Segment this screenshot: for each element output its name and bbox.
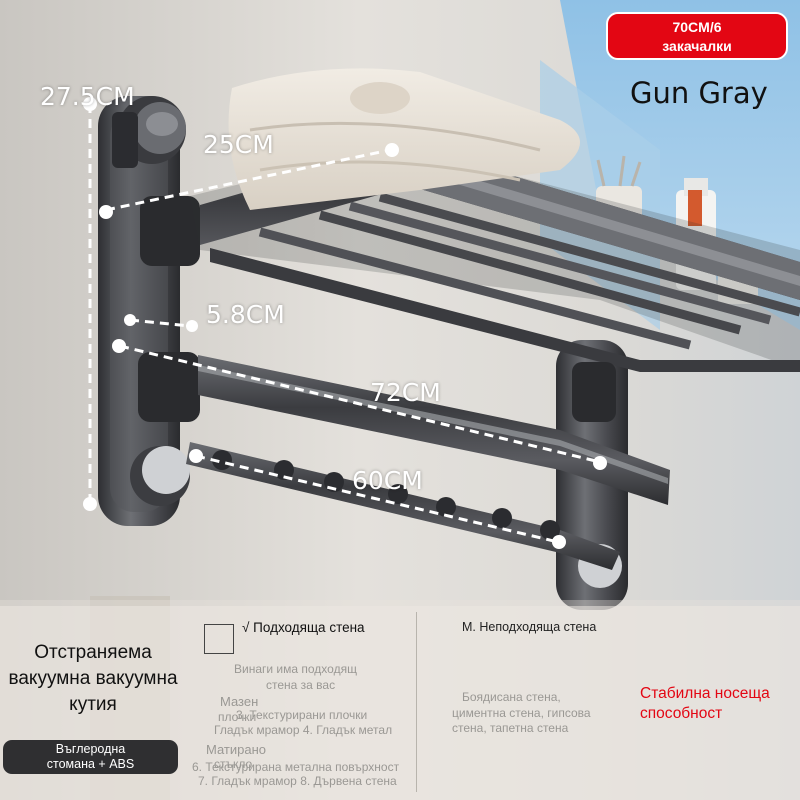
dimension-depth-label: 25CM bbox=[203, 130, 274, 159]
badge-hooks: закачалки bbox=[662, 38, 732, 54]
dimension-hook-bar-label: 60CM bbox=[352, 466, 423, 495]
suitable-line: Винаги има подходящ bbox=[234, 662, 357, 676]
dimension-length-label: 72CM bbox=[370, 378, 441, 407]
material-line-2: стомана + ABS bbox=[46, 757, 135, 771]
column-divider bbox=[416, 612, 417, 792]
unsuitable-wall-title: М. Неподходяща стена bbox=[462, 620, 597, 634]
suitable-line: Мазен bbox=[220, 694, 259, 709]
material-badge: Въглеродна стомана + ABS bbox=[3, 740, 178, 774]
suitable-line: стъкло bbox=[214, 757, 253, 771]
material-line-1: Въглеродна bbox=[55, 742, 126, 756]
dimension-gap-label: 5.8CM bbox=[206, 300, 285, 329]
color-name-label: Gun Gray bbox=[630, 76, 768, 110]
unsuitable-line: Боядисана стена, bbox=[462, 690, 561, 704]
unsuitable-line: стена, тапетна стена bbox=[452, 721, 569, 735]
dimension-height-label: 27.5CM bbox=[40, 82, 135, 111]
suitable-line: стена за вас bbox=[266, 678, 336, 692]
unsuitable-line: циментна стена, гипсова bbox=[452, 706, 591, 720]
suitable-line: 7. Гладък мрамор 8. Дървена стена bbox=[198, 774, 397, 788]
suitable-line: Гладък мрамор 4. Гладък метал bbox=[214, 723, 393, 737]
suitable-line: Матирано bbox=[206, 742, 267, 757]
badge-size: 70CM/6 bbox=[672, 19, 722, 35]
suitable-line: 6. Текстурирана метална повърхност bbox=[192, 760, 400, 774]
vacuum-box-title: Отстраняема вакуумна вакуумна кутия bbox=[8, 642, 178, 715]
hooks-badge: 70CM/6 закачалки bbox=[606, 12, 788, 60]
suitable-line: 3. Текстурирани плочки bbox=[236, 708, 368, 722]
stability-label: Стабилна носеща способност bbox=[640, 685, 770, 722]
checkbox-icon bbox=[204, 624, 234, 654]
suitable-wall-title: √ Подходяща стена bbox=[242, 620, 365, 635]
suitable-line: плочки bbox=[218, 710, 257, 724]
